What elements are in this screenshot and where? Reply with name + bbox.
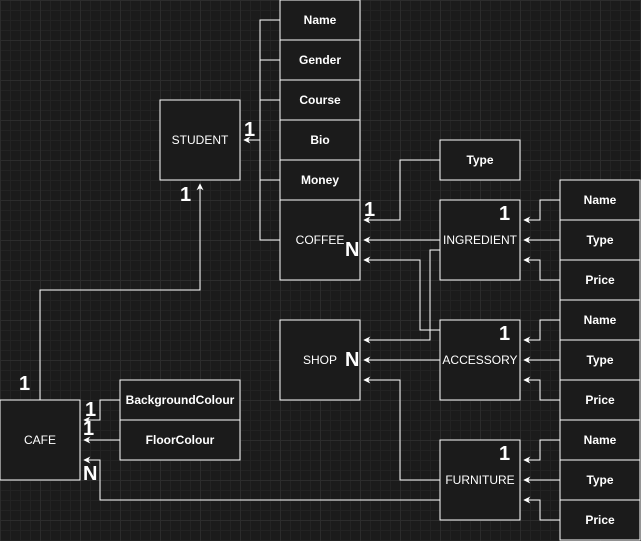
student-attr-bio[interactable]: Bio xyxy=(279,119,361,161)
student-attr-gender[interactable]: Gender xyxy=(279,39,361,81)
coffee-attr-type[interactable]: Type xyxy=(439,139,521,181)
edge-fur-name xyxy=(523,439,560,464)
cardinality-coffee-many: N xyxy=(345,239,359,261)
svg-text:INGREDIENT: INGREDIENT xyxy=(443,233,518,247)
svg-text:Gender: Gender xyxy=(299,53,341,67)
entity-shop[interactable]: SHOP xyxy=(279,319,361,401)
svg-text:Money: Money xyxy=(301,173,339,187)
cafe-attr-floor-colour[interactable]: FloorColour xyxy=(119,419,241,461)
cardinality-furniture: 1 xyxy=(499,443,510,465)
cardinality-labels: 1 1 1 1 1 N 1 N 1 N 1 1 xyxy=(19,119,510,485)
cardinality-student-bio: 1 xyxy=(244,119,255,141)
cardinality-cafe-student: 1 xyxy=(19,373,30,395)
cafe-attr-background-colour[interactable]: BackgroundColour xyxy=(119,379,241,421)
svg-text:Course: Course xyxy=(299,93,341,107)
svg-text:Price: Price xyxy=(585,513,615,527)
cardinality-student-cafe: 1 xyxy=(180,184,191,206)
ingredient-attr-type[interactable]: Type xyxy=(559,219,641,261)
svg-text:Type: Type xyxy=(586,473,613,487)
edge-furniture-shop xyxy=(363,376,440,481)
svg-text:SHOP: SHOP xyxy=(303,353,337,367)
entity-cafe[interactable]: CAFE xyxy=(0,399,81,481)
edge-type-coffee xyxy=(363,159,440,224)
svg-text:Type: Type xyxy=(586,353,613,367)
student-attr-course[interactable]: Course xyxy=(279,79,361,121)
accessory-attr-name[interactable]: Name xyxy=(559,299,641,341)
svg-text:Price: Price xyxy=(585,393,615,407)
edge-coffee-student xyxy=(259,140,280,241)
svg-text:CAFE: CAFE xyxy=(24,433,56,447)
edge-acc-price xyxy=(523,376,560,401)
svg-text:Price: Price xyxy=(585,273,615,287)
edge-ing-price xyxy=(523,256,560,281)
edge-fur-price xyxy=(523,496,560,521)
furniture-attr-type[interactable]: Type xyxy=(559,459,641,501)
svg-text:ACCESSORY: ACCESSORY xyxy=(442,353,517,367)
entity-furniture[interactable]: FURNITURE xyxy=(439,439,521,521)
svg-text:BackgroundColour: BackgroundColour xyxy=(126,393,235,407)
svg-text:COFFEE: COFFEE xyxy=(296,233,345,247)
cardinality-cafe-background-1: 1 xyxy=(85,399,96,421)
edge-acc-name xyxy=(523,319,560,344)
svg-text:Bio: Bio xyxy=(310,133,329,147)
cardinality-ingredient: 1 xyxy=(499,203,510,225)
cardinality-cafe-background-2: 1 xyxy=(83,418,94,440)
student-attr-name[interactable]: Name xyxy=(279,0,361,41)
cardinality-accessory: 1 xyxy=(499,323,510,345)
accessory-attr-price[interactable]: Price xyxy=(559,379,641,421)
svg-text:FloorColour: FloorColour xyxy=(146,433,215,447)
edge-furniture-cafe xyxy=(83,456,440,501)
svg-text:STUDENT: STUDENT xyxy=(172,133,229,147)
entity-ingredient[interactable]: INGREDIENT xyxy=(439,199,521,281)
ingredient-attr-price[interactable]: Price xyxy=(559,259,641,301)
entity-accessory[interactable]: ACCESSORY xyxy=(439,319,521,401)
student-attr-money[interactable]: Money xyxy=(279,159,361,201)
edge-ingredient-shop xyxy=(363,249,440,344)
accessory-attr-type[interactable]: Type xyxy=(559,339,641,381)
svg-text:Type: Type xyxy=(586,233,613,247)
furniture-attr-name[interactable]: Name xyxy=(559,419,641,461)
connectors xyxy=(39,19,560,521)
edge-name-student xyxy=(243,19,280,144)
cardinality-shop-many: N xyxy=(345,349,359,371)
svg-text:FURNITURE: FURNITURE xyxy=(445,473,514,487)
entity-coffee[interactable]: COFFEE xyxy=(279,199,361,281)
svg-text:Name: Name xyxy=(584,193,617,207)
furniture-attr-price[interactable]: Price xyxy=(559,499,641,541)
edge-cafe-student xyxy=(39,183,204,400)
svg-text:Name: Name xyxy=(584,433,617,447)
edge-accessory-coffee xyxy=(363,256,440,331)
cardinality-coffee-one: 1 xyxy=(364,199,375,221)
svg-text:Name: Name xyxy=(584,313,617,327)
ingredient-attr-name[interactable]: Name xyxy=(559,179,641,221)
entity-student[interactable]: STUDENT xyxy=(159,99,241,181)
svg-text:Name: Name xyxy=(304,13,337,27)
svg-text:Type: Type xyxy=(466,153,493,167)
edge-ing-name xyxy=(523,199,560,224)
edge-bg-cafe xyxy=(83,399,120,424)
cardinality-cafe-furniture: N xyxy=(83,463,97,485)
